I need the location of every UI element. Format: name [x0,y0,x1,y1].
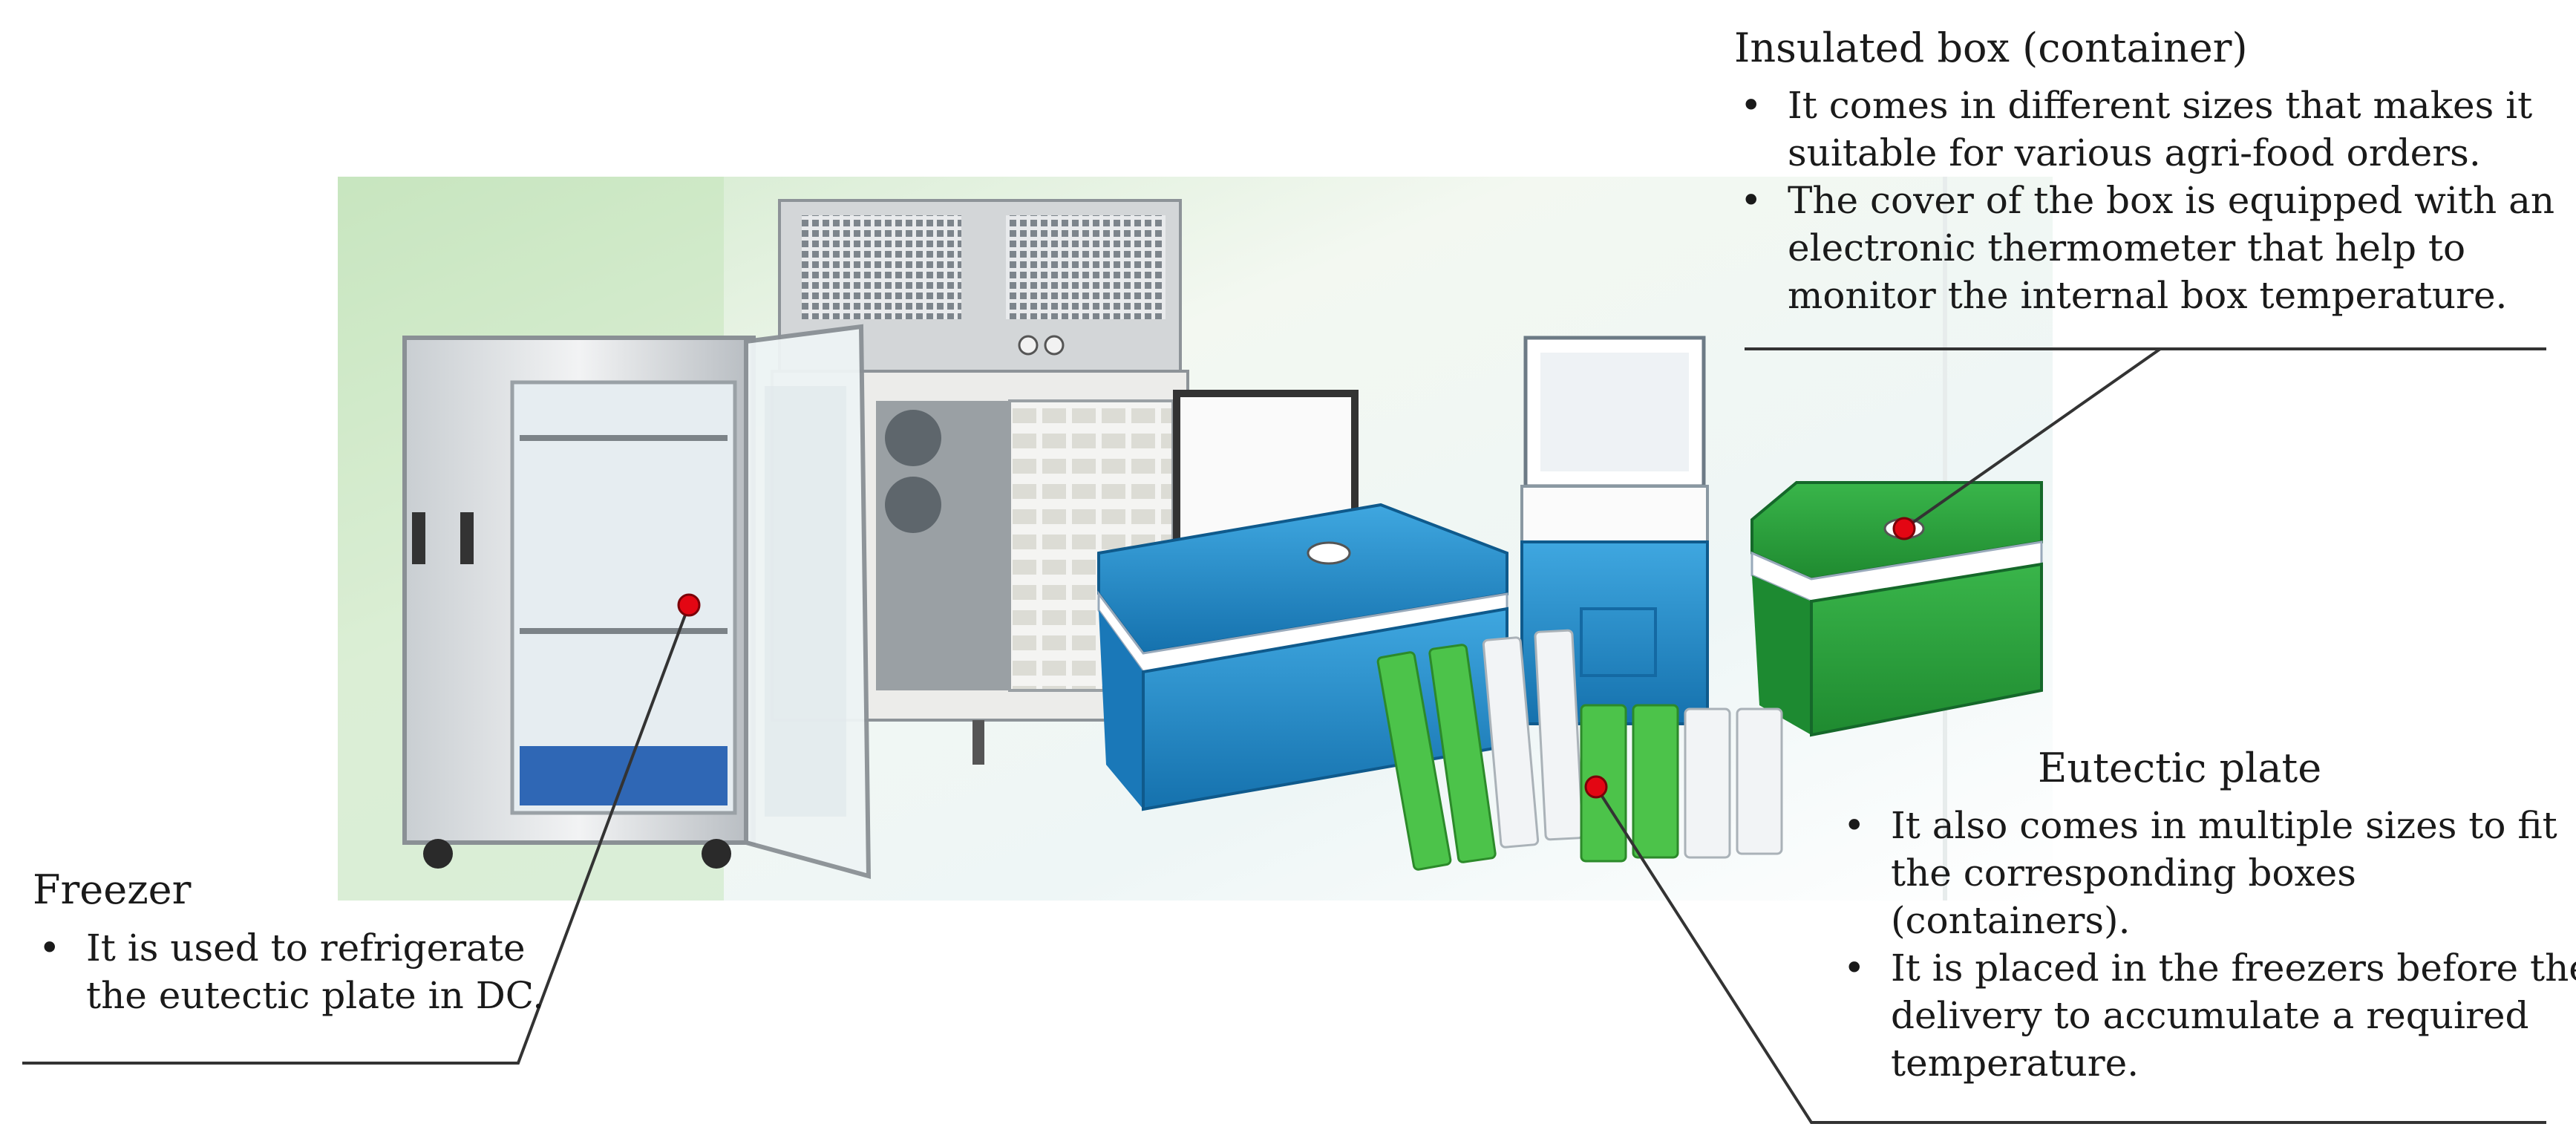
eutectic-plate-leader [1595,785,2546,1124]
bullet-item: It also comes in multiple sizes to fit t… [1843,802,2576,944]
leader-lines [22,347,2546,1124]
freezer-bullets: It is used to refrigerate the eutectic p… [33,924,576,1019]
marker-dot [1892,517,1916,540]
freezer-title: Freezer [33,866,192,913]
freezer-cabinet [402,324,872,879]
eutectic-plate-bullets: It also comes in multiple sizes to fit t… [1837,802,2576,1087]
marker-dot [1584,775,1608,799]
insulated-box-leader [1903,347,2162,530]
bullet-item: It is used to refrigerate the eutectic p… [39,924,576,1019]
eutectic-plates [1376,629,1783,871]
freezer-leader [22,604,690,1065]
insulated-box-title: Insulated box (container) [1734,24,2248,71]
red-markers [677,517,1916,799]
open-insulated-box [1520,336,1709,725]
green-insulated-box [1750,481,2043,737]
eutectic-plate-title: Eutectic plate [2038,745,2322,791]
insulated-box-bullets: It comes in different sizes that makes i… [1734,82,2576,319]
marker-dot [677,593,701,617]
bullet-item: It comes in different sizes that makes i… [1740,82,2576,177]
bullet-item: It is placed in the freezers before the … [1843,944,2576,1087]
bullet-item: The cover of the box is equipped with an… [1740,177,2576,319]
